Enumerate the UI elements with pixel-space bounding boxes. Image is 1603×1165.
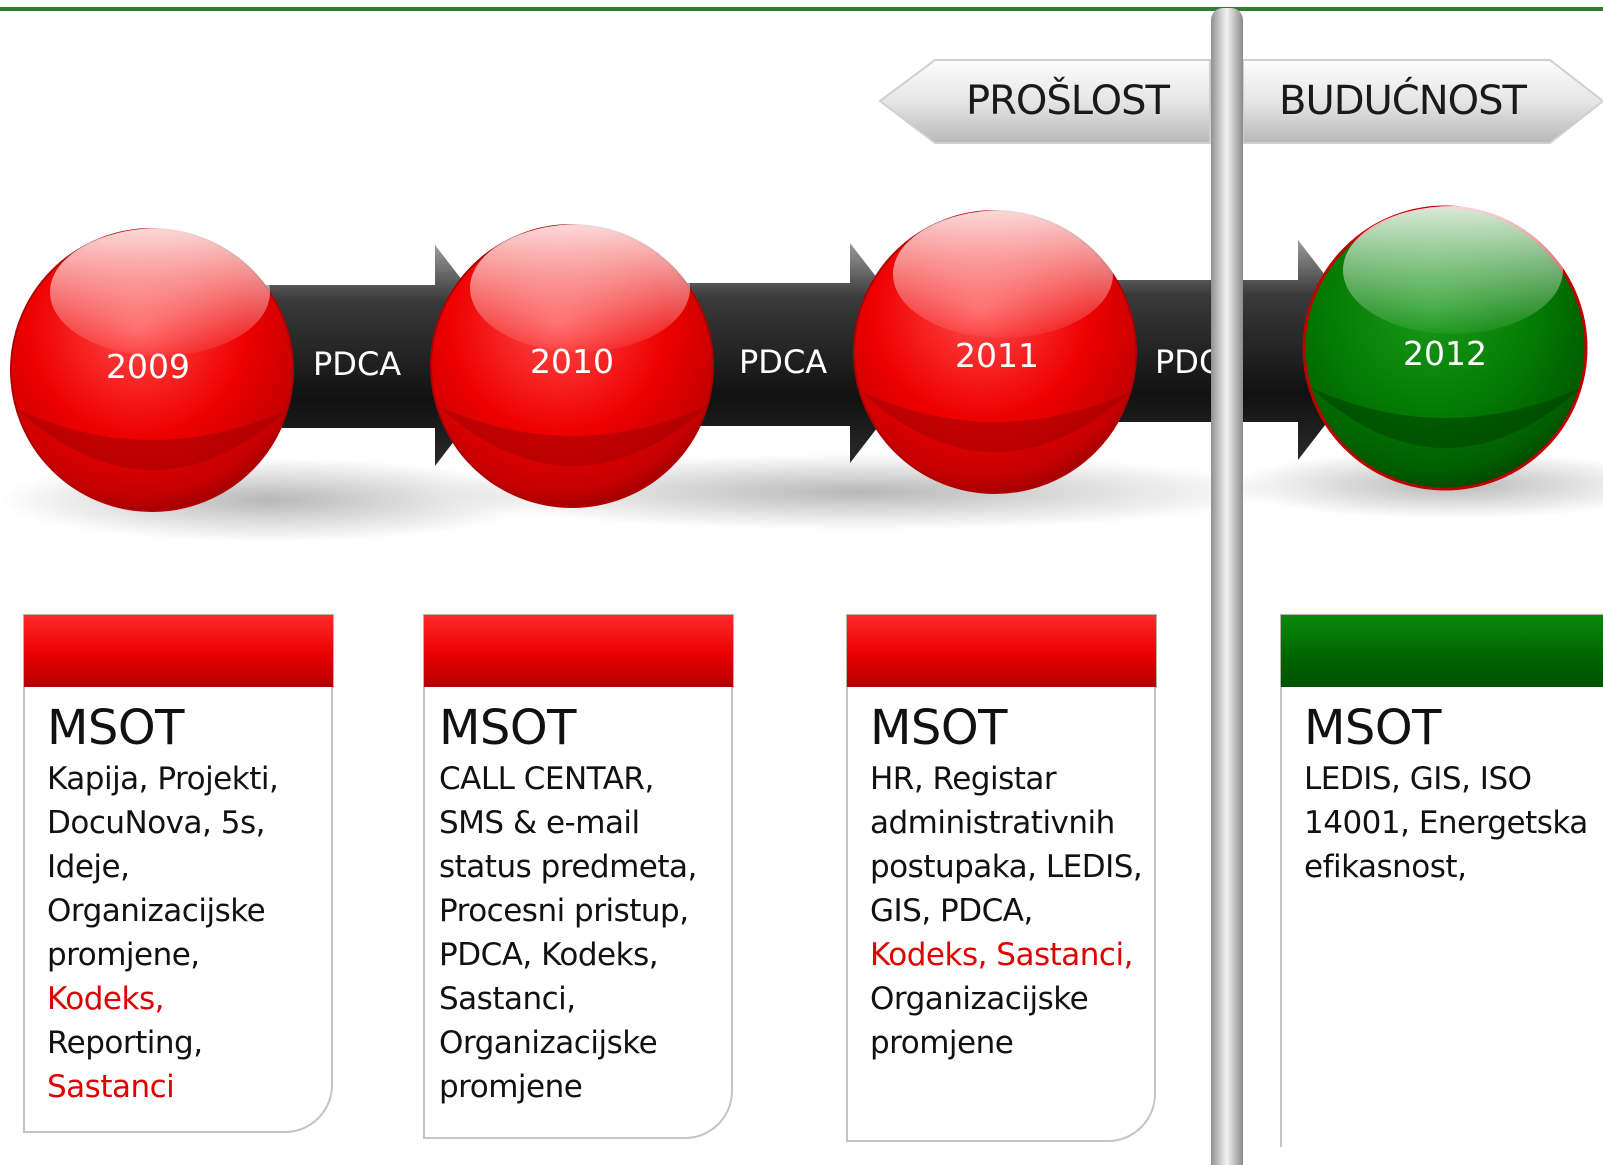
card-text-segment: Reporting, xyxy=(47,1025,203,1061)
card-header-2011 xyxy=(846,614,1157,688)
card-text-segment: LEDIS, GIS, ISO 14001, Energetska efikas… xyxy=(1304,761,1588,885)
year-label: 2011 xyxy=(955,336,1039,375)
year-label: 2009 xyxy=(106,347,190,386)
card-text: CALL CENTAR, SMS & e-mail status predmet… xyxy=(439,757,721,1109)
year-sphere-2009 xyxy=(10,228,294,512)
card-text-highlight: Sastanci xyxy=(47,1069,175,1105)
card-text: LEDIS, GIS, ISO 14001, Energetska efikas… xyxy=(1304,757,1603,889)
card-text-segment: Kapija, Projekti, DocuNova, 5s, Ideje, O… xyxy=(47,761,279,973)
future-sign-label: BUDUĆNOST xyxy=(1279,78,1527,124)
future-sign-board xyxy=(1242,59,1603,144)
card-header-2012 xyxy=(1280,614,1603,688)
card-title: MSOT xyxy=(439,700,576,756)
card-header-2010 xyxy=(423,614,734,688)
year-sphere-2012 xyxy=(1302,205,1588,491)
year-sphere-2011 xyxy=(853,210,1137,494)
card-text-segment: CALL CENTAR, SMS & e-mail status predmet… xyxy=(439,761,697,1105)
card-title: MSOT xyxy=(870,700,1007,756)
card-text-highlight: Kodeks, xyxy=(47,981,164,1017)
card-title: MSOT xyxy=(1304,700,1441,756)
card-text-segment: HR, Registar administrativnih postupaka,… xyxy=(870,761,1143,929)
past-sign-label: PROŠLOST xyxy=(966,78,1170,124)
pdca-label: PDCA xyxy=(313,345,402,383)
pdca-label: PDCA xyxy=(739,343,828,381)
year-sphere-2010 xyxy=(430,224,714,508)
year-label: 2012 xyxy=(1403,334,1487,373)
signpost-pole xyxy=(1211,8,1243,1165)
year-label: 2010 xyxy=(530,342,614,381)
top-divider-line xyxy=(0,7,1603,11)
card-2009: MSOT Kapija, Projekti, DocuNova, 5s, Ide… xyxy=(23,687,333,1133)
card-2011: MSOT HR, Registar administrativnih postu… xyxy=(846,687,1156,1142)
card-text: Kapija, Projekti, DocuNova, 5s, Ideje, O… xyxy=(47,757,321,1109)
past-sign-board xyxy=(878,59,1211,144)
card-text: HR, Registar administrativnih postupaka,… xyxy=(870,757,1144,1065)
card-text-segment: Organizacijske promjene xyxy=(870,981,1089,1061)
card-text-highlight: Kodeks, Sastanci, xyxy=(870,937,1133,973)
card-2010: MSOT CALL CENTAR, SMS & e-mail status pr… xyxy=(423,687,733,1139)
card-title: MSOT xyxy=(47,700,184,756)
card-header-2009 xyxy=(23,614,334,688)
card-2012: MSOT LEDIS, GIS, ISO 14001, Energetska e… xyxy=(1280,687,1603,1147)
